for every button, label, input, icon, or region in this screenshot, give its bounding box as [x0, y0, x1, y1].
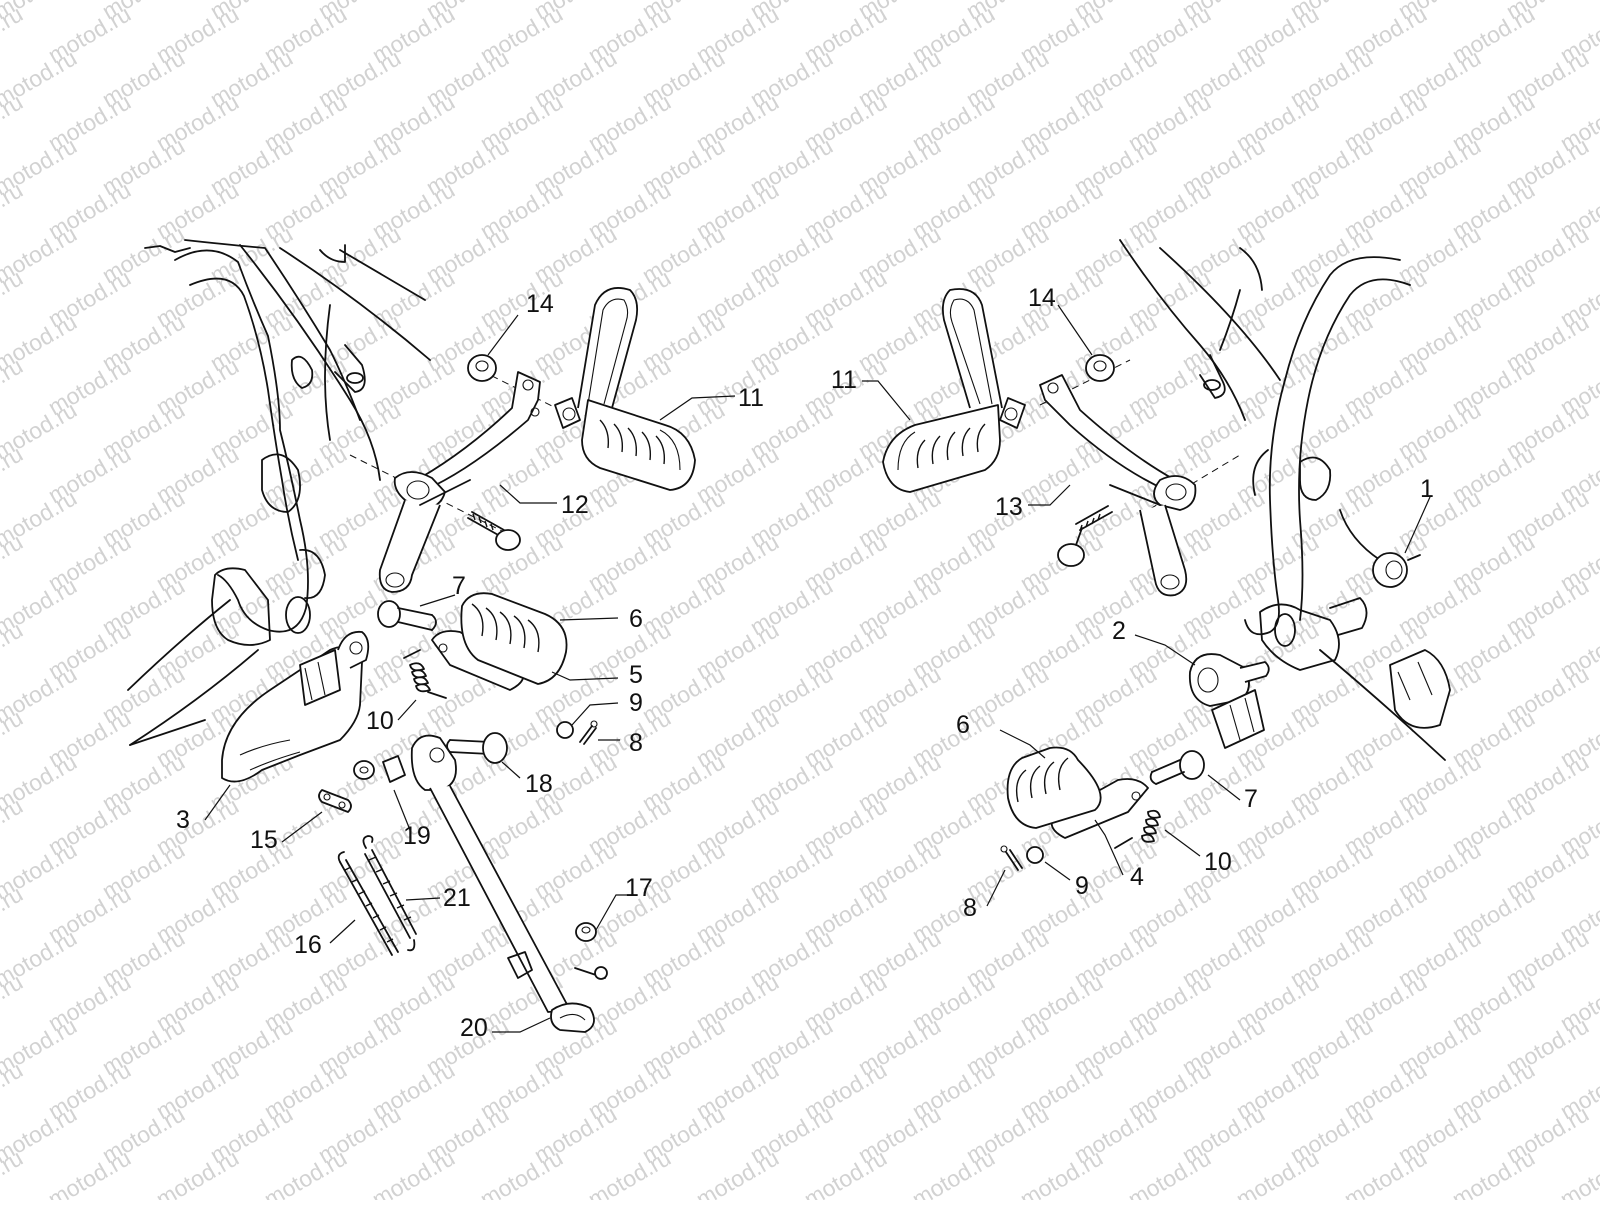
watermark-text: motod.ru: [692, 1144, 784, 1200]
watermark-text: motod.ru: [152, 1144, 244, 1200]
callout-left-14: 14: [526, 290, 554, 318]
callout-left-6: 6: [629, 605, 643, 633]
callout-right-4: 4: [1130, 863, 1144, 891]
callout-left-12: 12: [561, 491, 589, 519]
callout-left-8: 8: [629, 729, 643, 757]
callout-left-17: 17: [625, 874, 653, 902]
watermark-text: motod.ru: [1232, 1144, 1324, 1200]
watermark-text: motod.ru: [1124, 1144, 1216, 1200]
callout-left-11: 11: [738, 384, 764, 412]
right-nut-9: [1027, 847, 1043, 863]
callout-right-14: 14: [1028, 284, 1056, 312]
watermark-text: motod.ru: [800, 1144, 892, 1200]
callout-left-18: 18: [525, 770, 553, 798]
watermark-text: motod.ru: [1448, 1144, 1540, 1200]
left-split-pin-8: [580, 721, 597, 744]
callout-right-10: 10: [1204, 848, 1232, 876]
callout-right-11: 11: [831, 366, 857, 394]
callout-left-3: 3: [176, 806, 190, 834]
watermark-text: motod.ru: [260, 1144, 352, 1200]
callout-right-6: 6: [956, 711, 970, 739]
watermark-text: motod.ru: [44, 1144, 136, 1200]
callout-right-13: 13: [995, 493, 1023, 521]
callout-left-19: 19: [403, 822, 431, 850]
callout-left-10: 10: [366, 707, 394, 735]
callout-left-7: 7: [452, 572, 466, 600]
callout-left-21: 21: [443, 884, 471, 912]
left-washer: [354, 761, 374, 779]
callout-right-7: 7: [1244, 785, 1258, 813]
left-nut-9: [557, 722, 573, 738]
watermark-text: motod.ru: [368, 1144, 460, 1200]
callout-right-9: 9: [1075, 872, 1089, 900]
watermark-text: motod.ru: [1556, 1144, 1600, 1200]
callout-right-8: 8: [963, 894, 977, 922]
left-nut-14: [468, 355, 496, 381]
callout-right-1: 1: [1420, 475, 1434, 503]
watermark-text: motod.ru: [1016, 1144, 1108, 1200]
callout-left-20: 20: [460, 1014, 488, 1042]
left-bolt-17: [576, 923, 596, 941]
callout-right-2: 2: [1112, 617, 1126, 645]
right-nut-14: [1086, 355, 1114, 381]
right-bushing-1: [1373, 553, 1420, 587]
callout-left-5: 5: [629, 661, 643, 689]
callout-left-9: 9: [629, 689, 643, 717]
watermark-text: motod.ru: [584, 1144, 676, 1200]
watermark-text: motod.ru: [476, 1144, 568, 1200]
callout-left-15: 15: [250, 826, 278, 854]
callout-left-16: 16: [294, 931, 322, 959]
watermark-text: motod.ru: [908, 1144, 1000, 1200]
watermark-text: motod.ru: [1340, 1144, 1432, 1200]
